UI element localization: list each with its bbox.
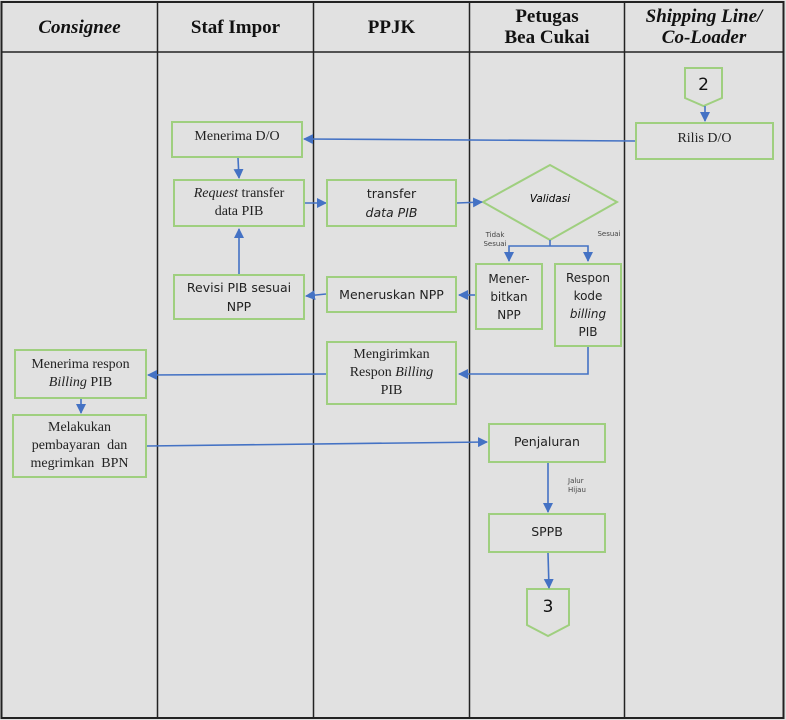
- node-text: SPPB: [531, 524, 563, 539]
- node-text-line1: transfer: [366, 186, 417, 201]
- lane-title-line2: Bea Cukai: [504, 27, 590, 48]
- node-text-line2: pembayaran dan: [31, 438, 128, 453]
- node-text-line1: Mengirimkan: [353, 347, 430, 362]
- lane-title: PPJK: [367, 16, 416, 38]
- node-text-line2: Respon Billing: [350, 364, 434, 382]
- node-text-line3: NPP: [497, 307, 521, 322]
- node-text-line4: PIB: [578, 325, 598, 339]
- arrow-transfer-to-validasi: [456, 197, 483, 208]
- process-mengirimkan-respon[interactable]: Mengirimkan Respon Billing PIB: [326, 341, 457, 405]
- node-text-italic: billing: [569, 307, 607, 321]
- arrow-melakukan-to-penjaluran: [146, 437, 488, 448]
- node-text-line2: Billing PIB: [49, 374, 112, 392]
- connector-start-label: 2: [698, 75, 709, 95]
- edge-label-line1: Jalur: [568, 477, 584, 485]
- node-text-italic: Billing: [48, 375, 87, 390]
- arrow-respon-to-mengirimkan: [458, 347, 589, 379]
- arrow-validasi-tidak-sesuai: [504, 245, 550, 262]
- lane-header-bea-cukai: Petugas Bea Cukai: [470, 2, 624, 52]
- edge-label-tidak-sesuai: Tidak Sesuai: [480, 231, 510, 249]
- node-text-line2: NPP: [226, 299, 252, 314]
- node-text-italic: Request: [193, 186, 239, 201]
- node-text-line2: data PIB: [214, 204, 264, 219]
- lane-title-line1: Shipping Line/: [645, 6, 763, 27]
- node-text-italic: data PIB: [365, 205, 418, 220]
- node-text-line3: megrimkan BPN: [30, 456, 129, 471]
- lane-title-line1: Petugas: [515, 6, 579, 27]
- process-penjaluran[interactable]: Penjaluran: [488, 423, 606, 463]
- arrow-rilis-to-menerima-do: [303, 134, 636, 145]
- node-text: transfer: [238, 186, 285, 201]
- node-text-italic: Billing: [395, 365, 434, 380]
- lane-title: Staf Impor: [190, 16, 281, 38]
- edge-label-line2: Sesuai: [483, 240, 507, 248]
- node-text-line2: kode: [573, 289, 603, 303]
- arrow-sppb-to-connector3: [543, 552, 554, 589]
- lane-header-ppjk: PPJK: [314, 2, 469, 52]
- lane-header-shipping-line: Shipping Line/ Co-Loader: [625, 2, 783, 52]
- arrow-menerima-do-to-request: [233, 157, 244, 179]
- edge-label-line1: Tidak: [485, 231, 505, 239]
- process-melakukan-pembayaran[interactable]: Melakukan pembayaran dan megrimkan BPN: [12, 414, 147, 478]
- node-text-line3: billing: [570, 305, 606, 323]
- edge-label-sesuai: Sesuai: [597, 230, 621, 238]
- node-text: Meneruskan NPP: [339, 287, 444, 302]
- node-text: PIB: [86, 375, 113, 390]
- process-menerima-do[interactable]: Menerima D/O: [171, 121, 303, 158]
- arrow-mengirimkan-to-menerima-respon: [147, 369, 327, 380]
- edge-label-jalur-hijau: Jalur Hijau: [568, 477, 592, 495]
- process-rilis-do[interactable]: Rilis D/O: [635, 122, 774, 160]
- lane-title: Consignee: [38, 16, 121, 38]
- lane-header-staf-impor: Staf Impor: [158, 2, 313, 52]
- arrow-validasi-sesuai: [550, 245, 593, 262]
- node-text-line1: Melakukan: [48, 420, 111, 435]
- process-revisi-pib[interactable]: Revisi PIB sesuai NPP: [173, 274, 305, 320]
- node-text-line1: Mener-: [488, 271, 530, 286]
- process-request-transfer[interactable]: Request transfer data PIB: [173, 179, 305, 227]
- process-sppb[interactable]: SPPB: [488, 513, 606, 553]
- validasi-diamond: [480, 163, 620, 242]
- node-text-line1: Menerima respon: [31, 357, 130, 372]
- arrow-meneruskan-to-revisi: [305, 290, 327, 301]
- process-menerbitkan-npp[interactable]: Mener- bitkan NPP: [475, 263, 543, 330]
- node-text-line1: Revisi PIB sesuai: [186, 280, 292, 295]
- node-text: Menerima D/O: [194, 129, 280, 144]
- node-text-line2: data PIB: [366, 203, 418, 222]
- node-text-line1: Respon: [566, 271, 610, 285]
- connector-end-label: 3: [542, 597, 554, 617]
- node-text: Rilis D/O: [677, 131, 732, 146]
- process-transfer-data-pib[interactable]: transfer data PIB: [326, 179, 457, 227]
- node-text: Respon: [349, 365, 396, 380]
- node-text-line1: Request transfer: [194, 185, 285, 203]
- lane-title-line2: Co-Loader: [661, 27, 747, 48]
- node-text: Penjaluran: [514, 434, 580, 449]
- edge-label-line2: Hijau: [568, 486, 586, 494]
- node-text-line3: PIB: [380, 383, 403, 398]
- connector-2-shape: [684, 67, 723, 108]
- process-meneruskan-npp[interactable]: Meneruskan NPP: [326, 276, 457, 313]
- node-text-line2: bitkan: [490, 289, 528, 304]
- process-menerima-respon-billing[interactable]: Menerima respon Billing PIB: [14, 349, 147, 399]
- lane-header-consignee: Consignee: [2, 2, 157, 52]
- connector-3-shape: [526, 588, 570, 638]
- process-respon-kode-billing[interactable]: Respon kode billing PIB: [554, 263, 622, 347]
